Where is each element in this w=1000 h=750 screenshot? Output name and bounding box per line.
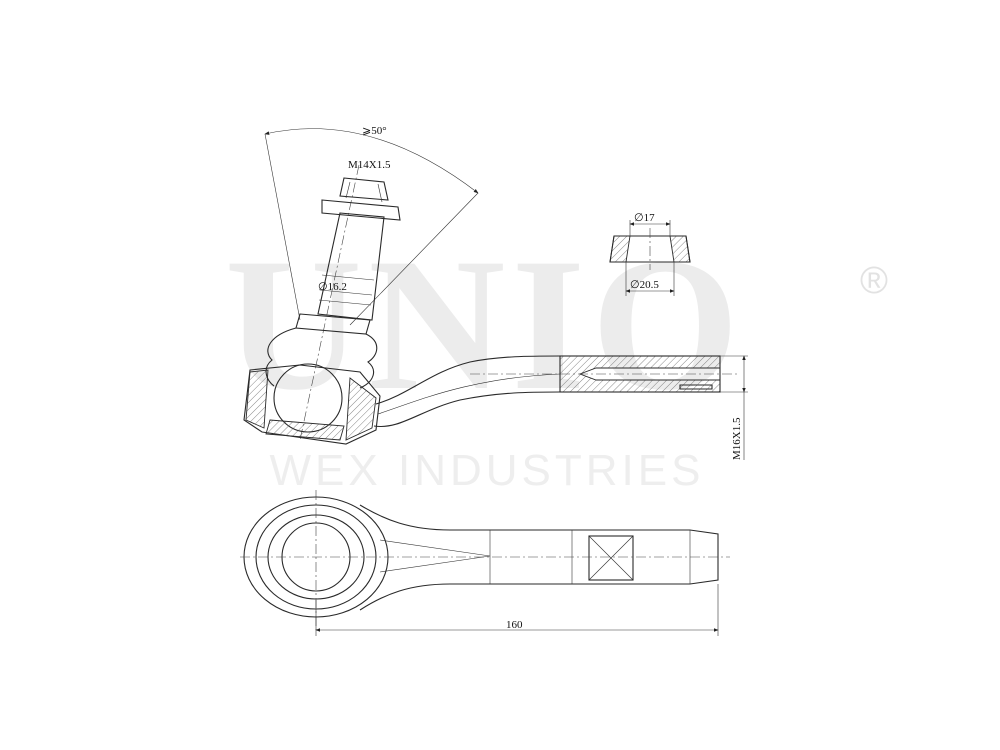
angle-arc: [264, 128, 479, 194]
dim-stud-thread: M14X1.5: [348, 159, 391, 171]
angle-line-left: [264, 133, 301, 321]
arm-lower-edge: [373, 391, 561, 428]
stud-hex-nut: [321, 199, 401, 221]
dim-stud-diameter: ∅16.2: [318, 281, 347, 293]
dim-overall-length: 160: [506, 619, 523, 631]
top-view: [240, 490, 730, 636]
dim-nut-inner: ∅17: [634, 212, 655, 224]
dim-nut-outer: ∅20.5: [630, 279, 659, 291]
registered-mark: ®: [860, 260, 888, 302]
housing-wall-left: [245, 369, 269, 429]
housing-wall-right: [345, 377, 377, 441]
dim-swing-angle: ⩾50°: [362, 125, 387, 137]
body-outline: [359, 504, 719, 611]
stud-thread-top: [339, 177, 389, 201]
bearing-seat: [265, 419, 345, 441]
wrench-flat: [588, 535, 634, 581]
side-view: [243, 128, 740, 445]
shank-slot: [679, 384, 713, 390]
nut-detail: [609, 220, 691, 296]
watermark-subtitle: WEX INDUSTRIES: [269, 446, 705, 495]
stud-shaft: [317, 212, 385, 321]
socket-housing: [243, 364, 381, 445]
stud-collar: [295, 313, 371, 335]
dust-boot-left: [265, 327, 297, 387]
shank-section: [559, 355, 721, 393]
stud-centerline: [299, 164, 360, 441]
angle-line-right: [349, 192, 479, 326]
dust-boot-right: [359, 333, 378, 389]
dim-shank-thread: M16X1.5: [731, 417, 743, 460]
arm-upper-edge: [375, 355, 561, 405]
